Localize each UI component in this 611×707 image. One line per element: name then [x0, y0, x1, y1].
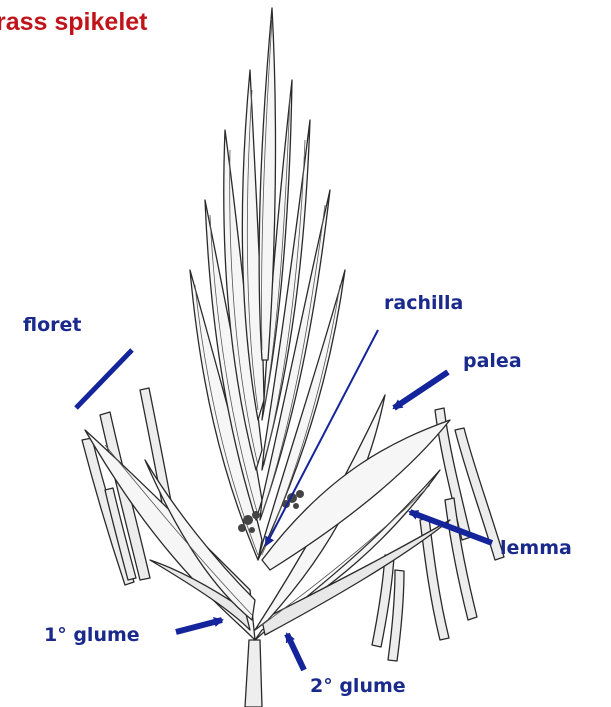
- glume1-arrow: [176, 620, 222, 632]
- palea-arrow: [394, 372, 448, 408]
- label-rachilla: rachilla: [384, 294, 463, 313]
- label-palea: palea: [463, 352, 522, 371]
- label-floret: floret: [23, 316, 81, 335]
- label-lemma: lemma: [500, 539, 572, 558]
- label-glume-2: 2° glume: [310, 677, 406, 696]
- spikelet-illustration: [82, 8, 504, 707]
- diagram-title: rass spikelet: [0, 8, 148, 37]
- floret-bracket: [76, 350, 132, 408]
- stalk: [245, 640, 262, 707]
- glume2-arrow: [287, 634, 304, 670]
- label-glume-1: 1° glume: [44, 626, 140, 645]
